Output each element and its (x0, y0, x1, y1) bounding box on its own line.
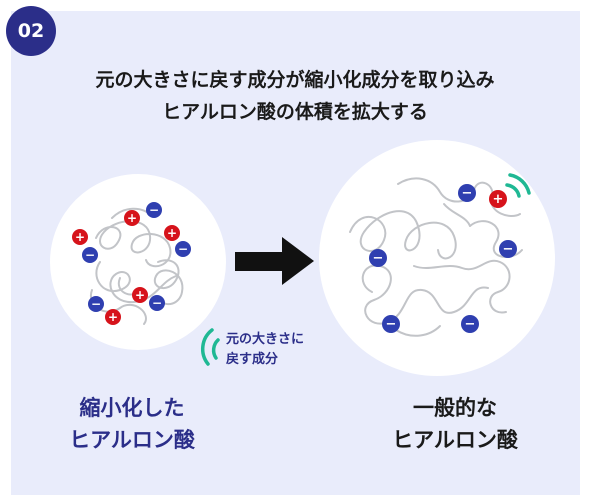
svg-text:+: + (493, 192, 504, 207)
expansion-component-note: 元の大きさに 戻す成分 (226, 330, 346, 370)
svg-text:+: + (108, 310, 118, 324)
plus-ion: + (72, 229, 88, 245)
svg-text:+: + (75, 230, 85, 244)
heading: 元の大きさに戻す成分が縮小化成分を取り込み ヒアルロン酸の体積を拡大する (0, 64, 590, 128)
minus-ion: − (175, 241, 191, 257)
note-line-1: 元の大きさに (226, 332, 305, 347)
plus-ion: + (105, 309, 121, 325)
minus-ion: − (369, 249, 387, 267)
plus-ion: + (132, 287, 148, 303)
svg-text:−: − (386, 317, 397, 332)
svg-text:−: − (462, 186, 473, 201)
note-line-2: 戻す成分 (226, 352, 279, 367)
radio-wave-icon (200, 328, 220, 366)
svg-text:+: + (135, 288, 145, 302)
plus-ion: + (124, 210, 140, 226)
plus-ion: + (164, 225, 180, 241)
svg-text:−: − (85, 248, 95, 262)
step-number-badge: 02 (6, 6, 56, 56)
svg-text:+: + (127, 211, 137, 225)
minus-ion: − (149, 295, 165, 311)
general-molecule-circle (319, 140, 555, 376)
svg-text:−: − (373, 251, 384, 266)
shrunken-molecule-circle (50, 174, 226, 350)
shrunken-label: 縮小化した ヒアルロン酸 (52, 392, 212, 456)
general-label: 一般的な ヒアルロン酸 (360, 392, 550, 456)
general-ions: − + − − − − (369, 184, 517, 333)
svg-text:−: − (465, 317, 476, 332)
step-number: 02 (17, 20, 45, 42)
svg-text:−: − (149, 203, 159, 217)
svg-text:−: − (152, 296, 162, 310)
svg-text:−: − (178, 242, 188, 256)
radio-wave-icon (505, 173, 531, 198)
minus-ion: − (88, 296, 104, 312)
minus-ion: − (146, 202, 162, 218)
minus-ion: − (458, 184, 476, 202)
minus-ion: − (499, 240, 517, 258)
minus-ion: − (382, 315, 400, 333)
minus-ion: − (82, 247, 98, 263)
general-label-line-2: ヒアルロン酸 (392, 428, 518, 452)
heading-line-1: 元の大きさに戻す成分が縮小化成分を取り込み (95, 69, 495, 91)
heading-line-2: ヒアルロン酸の体積を拡大する (162, 101, 428, 123)
svg-text:−: − (503, 242, 514, 257)
svg-text:−: − (91, 297, 101, 311)
svg-text:+: + (167, 226, 177, 240)
shrunken-label-line-2: ヒアルロン酸 (69, 428, 195, 452)
shrunken-ions: + − + − + − − + + − (72, 202, 191, 325)
right-arrow-icon (235, 237, 314, 285)
shrunken-label-line-1: 縮小化した (79, 396, 185, 420)
minus-ion: − (461, 315, 479, 333)
general-label-line-1: 一般的な (413, 396, 497, 420)
plus-ion: + (489, 190, 507, 208)
